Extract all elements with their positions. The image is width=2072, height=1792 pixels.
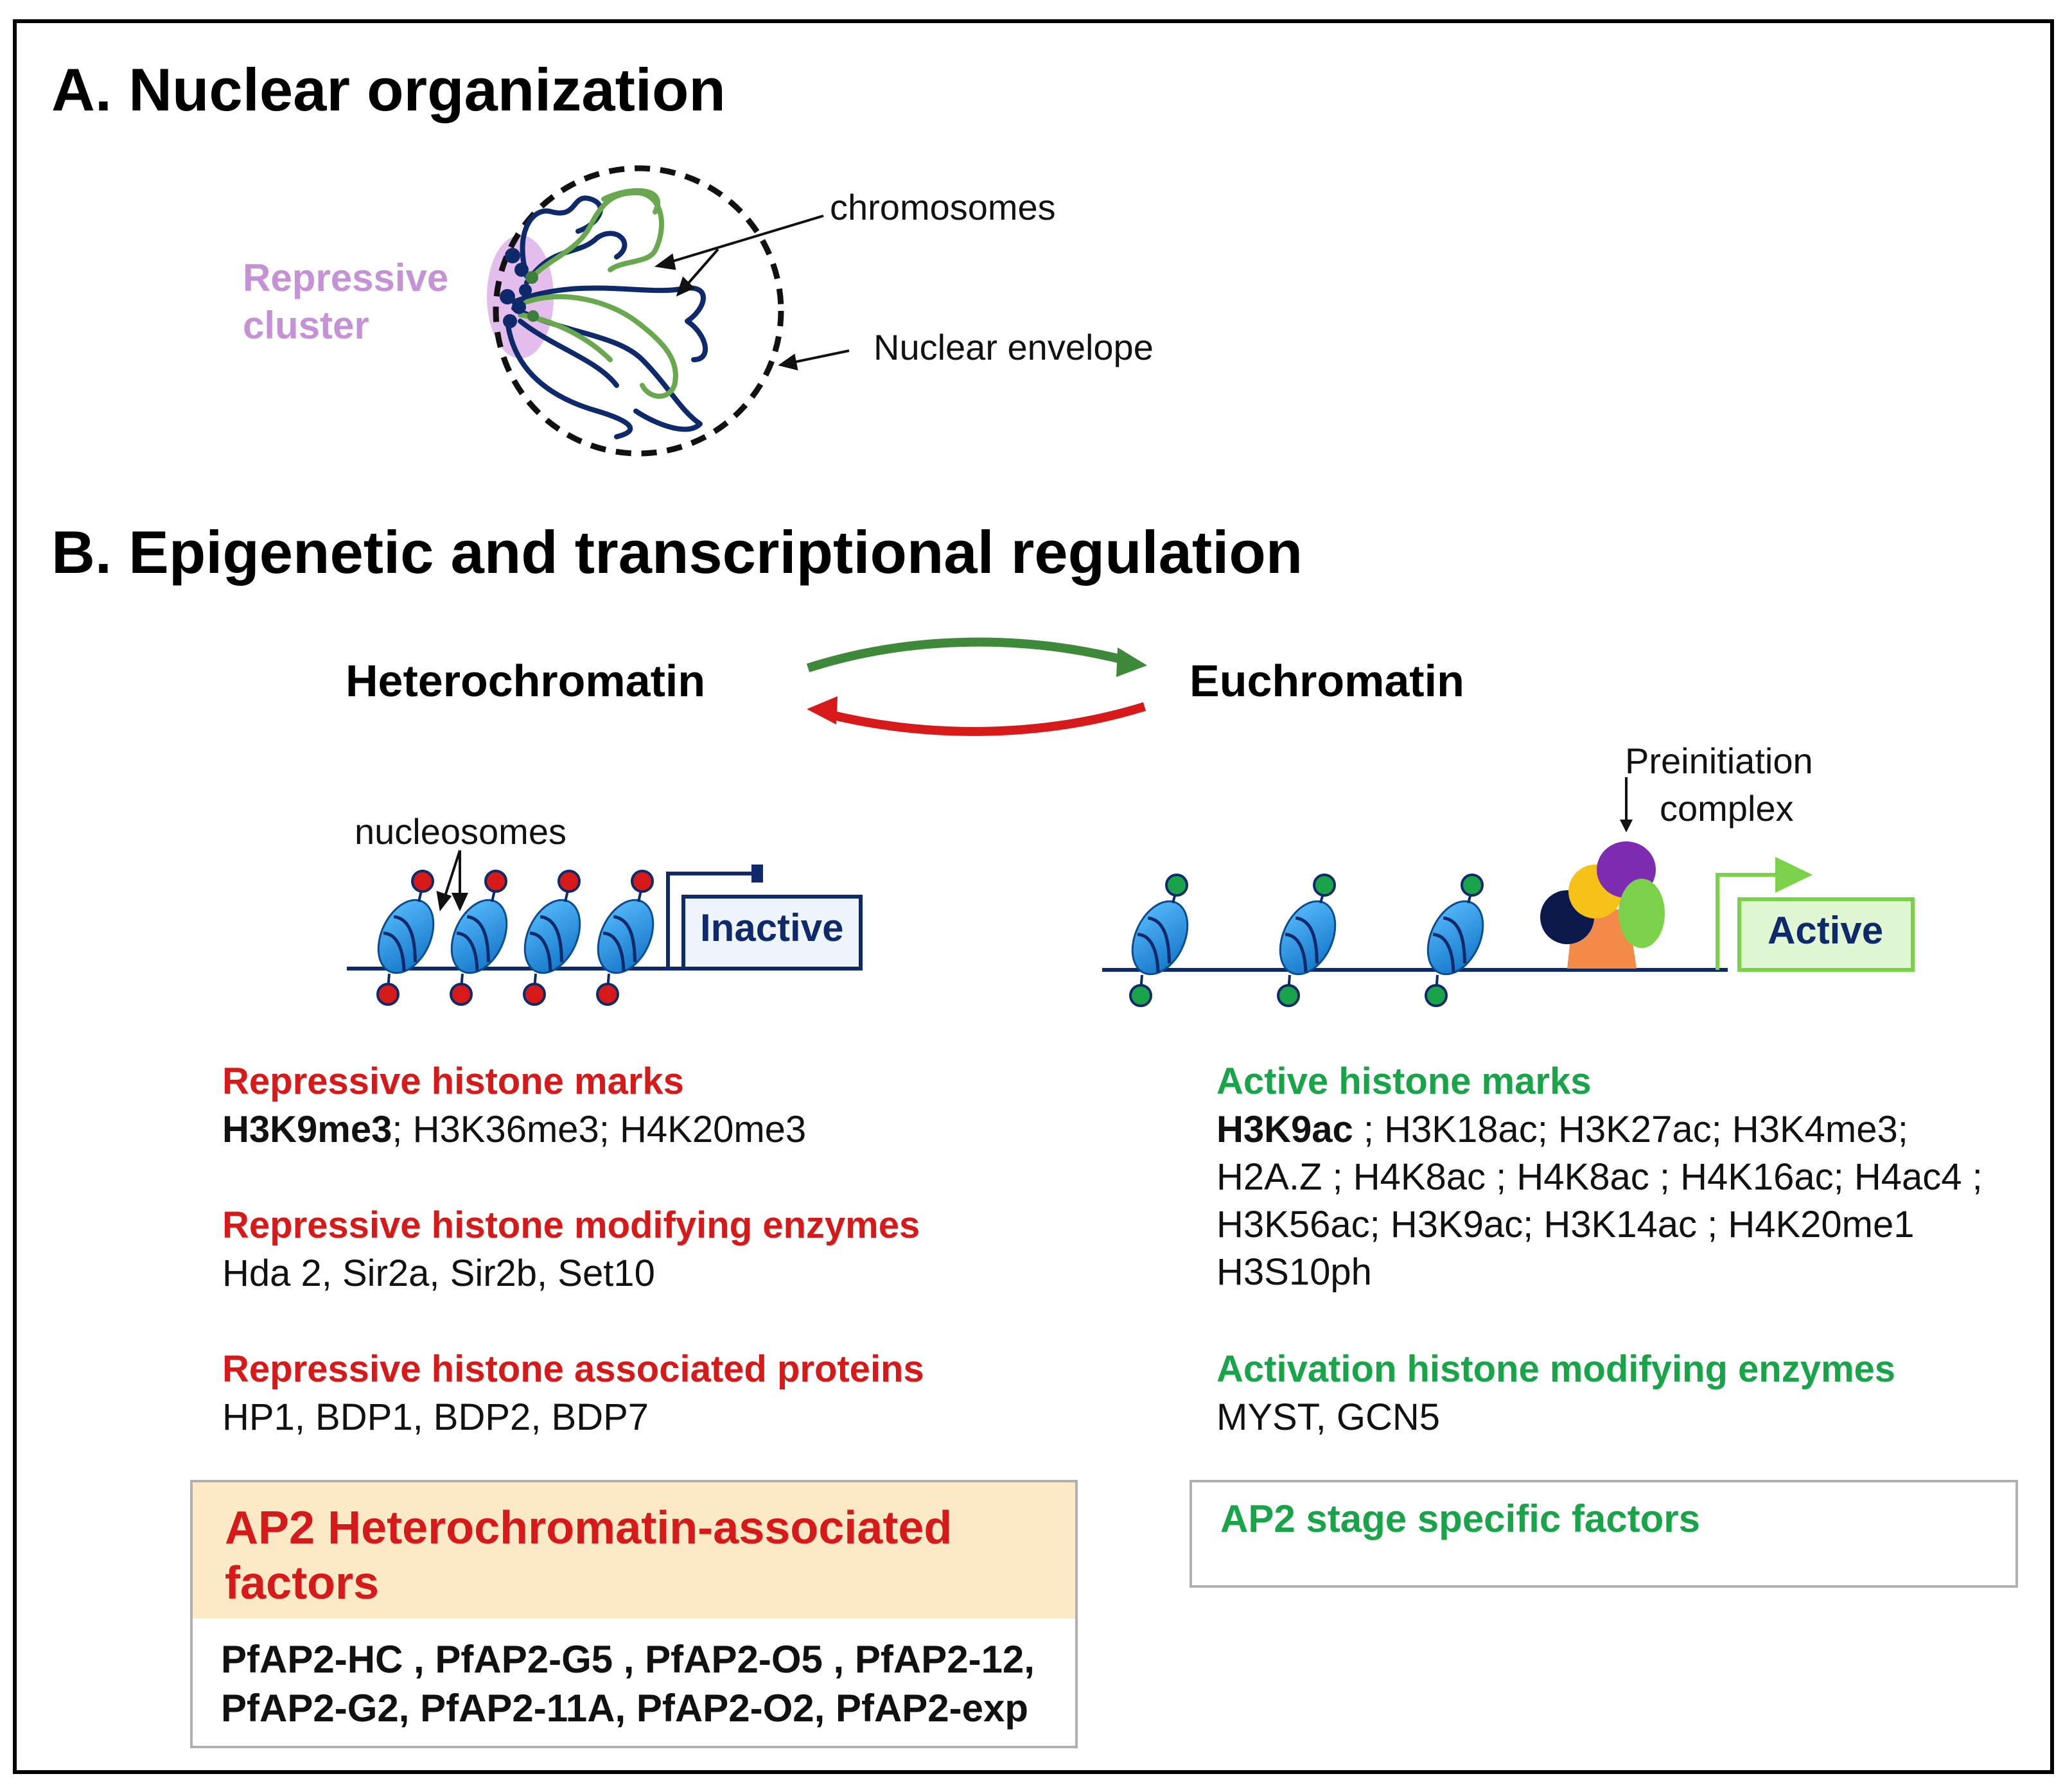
active-promoter-arrowhead bbox=[1775, 857, 1813, 893]
repressive-enzymes-list: Hda 2, Sir2a, Sir2b, Set10 bbox=[222, 1252, 655, 1294]
active-marks bbox=[1129, 874, 1484, 1007]
active-marks-line2: H2A.Z ; H4K8ac ; H4K8ac ; H4K16ac; H4ac4… bbox=[1216, 1156, 1983, 1198]
repressive-cluster-label: Repressive cluster bbox=[243, 254, 448, 349]
activation-arrowhead bbox=[1116, 647, 1147, 677]
inactive-promoter-block bbox=[751, 865, 763, 883]
eu-nucleosomes bbox=[1131, 900, 1484, 976]
active-marks-key: H3K9ac bbox=[1216, 1109, 1353, 1150]
nucleosome-pointer-arrows bbox=[436, 850, 469, 911]
ap2-stage-specific-title: AP2 stage specific factors bbox=[1220, 1497, 1700, 1540]
ap2-heterochromatin-list: PfAP2-HC , PfAP2-G5 , PfAP2-O5 , PfAP2-1… bbox=[221, 1635, 1069, 1733]
chromosome-blue bbox=[505, 195, 708, 439]
repressive-proteins-heading: Repressive histone associated proteins bbox=[222, 1348, 924, 1390]
repressive-proteins-list: HP1, BDP1, BDP2, BDP7 bbox=[222, 1396, 649, 1438]
ap2-list-line2: PfAP2-G2, PfAP2-11A, PfAP2-O2, PfAP2-exp bbox=[221, 1687, 1029, 1730]
ap2-heterochromatin-header: AP2 Heterochromatin-associated factors bbox=[193, 1482, 1075, 1619]
active-marks-list: H3K9ac ; H3K18ac; H3K27ac; H3K4me3; H2A.… bbox=[1216, 1106, 1983, 1296]
preinitiation-complex bbox=[1540, 841, 1665, 969]
repression-arrow bbox=[822, 702, 1146, 736]
panel-a-title: A. Nuclear organization bbox=[51, 56, 726, 123]
repressive-marks-key: H3K9me3 bbox=[222, 1109, 392, 1150]
repressive-enzymes-heading: Repressive histone modifying enzymes bbox=[222, 1204, 920, 1246]
ap2-list-line1: PfAP2-HC , PfAP2-G5 , PfAP2-O5 , PfAP2-1… bbox=[221, 1638, 1035, 1681]
panel-b-title: B. Epigenetic and transcriptional regula… bbox=[51, 518, 1303, 586]
active-marks-line4: H3S10ph bbox=[1216, 1251, 1372, 1293]
repression-arrowhead bbox=[807, 696, 838, 725]
nucleosomes-label: nucleosomes bbox=[355, 811, 566, 852]
active-label: Active bbox=[1768, 909, 1884, 952]
preinitiation-complex-label: Preinitiation complex bbox=[1625, 737, 1813, 832]
pic-label-line2: complex bbox=[1660, 788, 1794, 829]
chromosomes-label: chromosomes bbox=[830, 187, 1056, 227]
active-marks-line1-rest: ; H3K18ac; H3K27ac; H3K4me3; bbox=[1353, 1109, 1908, 1150]
active-promoter bbox=[1716, 873, 1779, 970]
repressive-marks-heading: Repressive histone marks bbox=[222, 1060, 684, 1102]
nuclear-envelope-label: Nuclear envelope bbox=[874, 327, 1154, 367]
active-marks-heading: Active histone marks bbox=[1216, 1060, 1592, 1102]
inactive-label: Inactive bbox=[700, 906, 844, 949]
active-box bbox=[1737, 897, 1915, 972]
pic-pointer-head bbox=[1620, 820, 1633, 832]
euchromatin-label: Euchromatin bbox=[1190, 656, 1464, 706]
chromosome-green bbox=[518, 188, 678, 399]
cluster-beads bbox=[500, 248, 532, 328]
repressive-marks-list: H3K9me3; H3K36me3; H4K20me3 bbox=[222, 1106, 806, 1154]
repressive-marks bbox=[376, 870, 654, 1006]
active-enzymes-heading: Activation histone modifying enzymes bbox=[1216, 1348, 1896, 1390]
active-marks-line1: H3K9ac ; H3K18ac; H3K27ac; H3K4me3; bbox=[1216, 1106, 1983, 1154]
active-enzymes-list: MYST, GCN5 bbox=[1216, 1396, 1441, 1438]
ap2-stage-specific-box: AP2 stage specific factors bbox=[1190, 1480, 2018, 1588]
inactive-box bbox=[681, 895, 863, 971]
pic-label-line1: Preinitiation bbox=[1625, 741, 1813, 781]
heterochromatin-label: Heterochromatin bbox=[346, 656, 706, 706]
repressive-cluster-label-line1: Repressive bbox=[243, 256, 449, 299]
hetero-nucleosomes bbox=[377, 899, 654, 974]
repressive-marks-rest: ; H3K36me3; H4K20me3 bbox=[392, 1109, 807, 1150]
ap2-heterochromatin-title: AP2 Heterochromatin-associated factors bbox=[225, 1502, 953, 1609]
inactive-promoter bbox=[666, 872, 757, 969]
activation-arrow bbox=[806, 637, 1132, 672]
figure-frame bbox=[13, 19, 2054, 1774]
repressive-cluster-label-line2: cluster bbox=[243, 304, 369, 347]
active-marks-line3: H3K56ac; H3K9ac; H3K14ac ; H4K20me1 bbox=[1216, 1204, 1915, 1245]
nuclear-envelope bbox=[493, 165, 784, 457]
ap2-heterochromatin-box: AP2 Heterochromatin-associated factors P… bbox=[190, 1480, 1078, 1748]
cluster-beads-green bbox=[525, 271, 539, 322]
chromosome-pointer-arrows bbox=[654, 215, 850, 371]
